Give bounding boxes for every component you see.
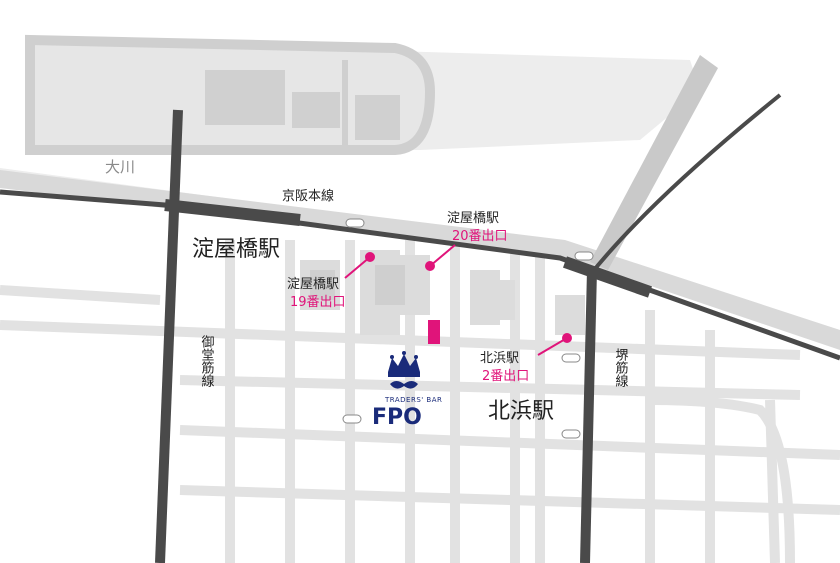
exit-20-station: 淀屋橋駅 <box>447 211 499 226</box>
sakaisuji-line <box>580 269 597 563</box>
kitahama-station-label: 北浜駅 <box>488 399 554 424</box>
midosuji-line <box>155 109 183 563</box>
exit-2-station: 北浜駅 <box>480 351 519 366</box>
building-blocks <box>300 250 585 335</box>
crown-icon <box>388 351 420 377</box>
exit-2-dot[interactable] <box>562 333 572 343</box>
building-block <box>292 92 340 128</box>
mustache-icon <box>390 381 418 389</box>
sakaisuji-label: 堺筋線 <box>613 348 629 387</box>
venue-name: FPO <box>372 405 422 430</box>
keihan-line-rail <box>0 189 840 361</box>
elevated-highway <box>590 55 718 270</box>
yodoyabashi-platform <box>164 199 301 226</box>
building-block <box>205 70 285 125</box>
subway-lines <box>155 109 597 563</box>
street-grid <box>0 240 840 563</box>
exit-icons <box>342 218 594 439</box>
yodoyabashi-station-label: 淀屋橋駅 <box>192 237 280 262</box>
exit-markers <box>344 244 572 356</box>
midosuji-label: 御堂筋線 <box>199 335 215 387</box>
kitahama-platform <box>563 256 652 298</box>
diagonal-rail <box>588 93 782 277</box>
exit-19-number: 19番出口 <box>290 295 346 310</box>
building-block <box>355 95 400 140</box>
exit-20-dot[interactable] <box>425 261 435 271</box>
riverside-road <box>0 170 840 350</box>
exit-2-number: 2番出口 <box>482 369 529 384</box>
exit-19-dot[interactable] <box>365 252 375 262</box>
fpo-logo[interactable]: TRADERS' BAR FPO <box>372 351 442 430</box>
nakanoshima-island <box>25 34 700 155</box>
keihan-line-label: 京阪本線 <box>282 188 334 204</box>
venue-subtitle: TRADERS' BAR <box>384 396 442 404</box>
river-label: 大川 <box>105 158 135 176</box>
exit-19-station: 淀屋橋駅 <box>287 277 339 292</box>
exit-20-number: 20番出口 <box>452 229 508 244</box>
fpo-building-marker[interactable] <box>428 320 440 344</box>
